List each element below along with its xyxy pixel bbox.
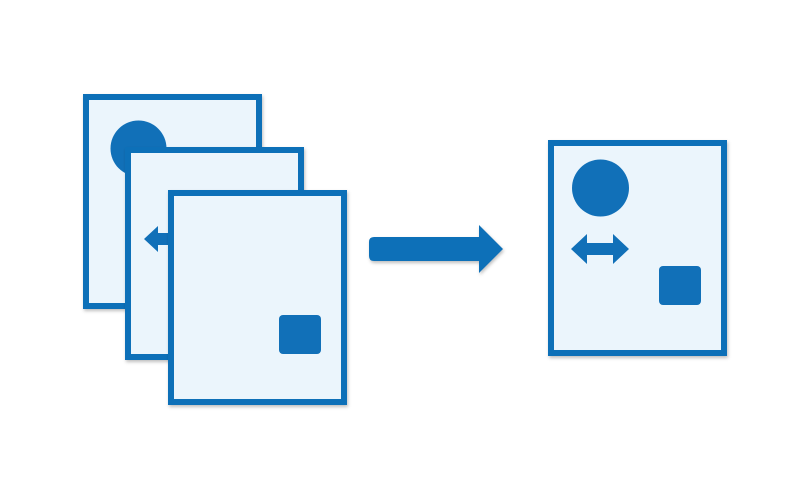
merged-page — [548, 140, 727, 356]
square-icon — [659, 266, 701, 305]
square-icon — [279, 315, 321, 354]
page-frame — [168, 190, 347, 405]
right-arrow-icon — [369, 225, 503, 273]
circle-icon — [572, 159, 629, 217]
double-arrow-icon — [144, 226, 175, 252]
layer-front — [168, 190, 347, 405]
double-arrow-icon — [571, 234, 629, 264]
